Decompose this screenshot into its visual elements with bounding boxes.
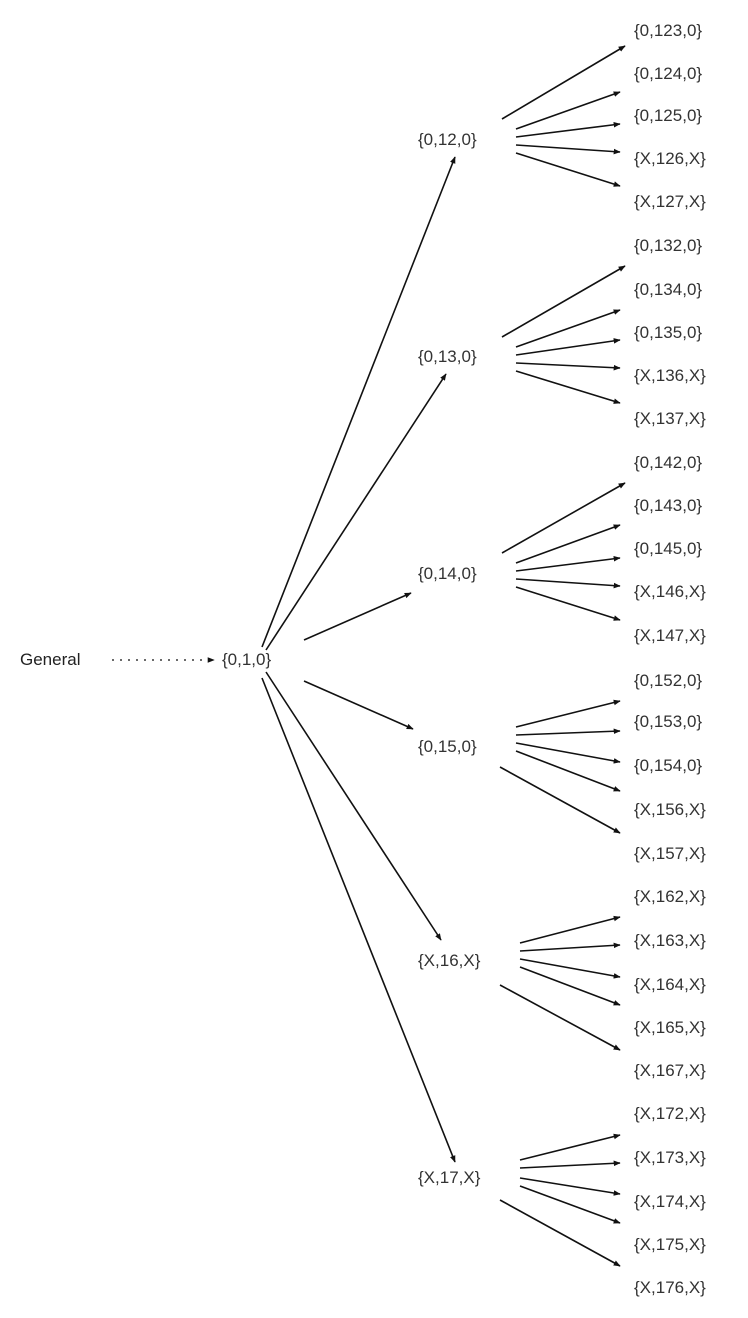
edge-mid-3-to-leaf-5 bbox=[515, 586, 621, 621]
leaf-node-1-1: {0,123,0} bbox=[634, 21, 703, 40]
leaf-node-2-5: {X,137,X} bbox=[634, 409, 706, 428]
edge-mid-6-to-leaf-5 bbox=[499, 1199, 621, 1267]
leaf-node-3-4: {X,146,X} bbox=[634, 582, 706, 601]
edge-mid-4-to-leaf-1 bbox=[515, 699, 621, 728]
edge-center-to-mid-6 bbox=[261, 677, 456, 1163]
edge-mid-5-to-leaf-3 bbox=[519, 958, 621, 979]
edge-mid-1-to-leaf-5 bbox=[515, 152, 621, 187]
leaf-node-4-1: {0,152,0} bbox=[634, 671, 703, 690]
edge-mid-6-to-leaf-1 bbox=[519, 1133, 621, 1161]
edge-mid-3-to-leaf-4 bbox=[515, 578, 621, 589]
edge-mid-3-to-leaf-3 bbox=[515, 556, 621, 572]
edge-mid-2-to-leaf-2 bbox=[515, 309, 621, 348]
edge-mid-4-to-leaf-3 bbox=[515, 742, 621, 764]
leaf-node-1-2: {0,124,0} bbox=[634, 64, 703, 83]
mid-node-5: {X,16,X} bbox=[418, 951, 481, 970]
edge-mid-6-to-leaf-4 bbox=[519, 1185, 621, 1224]
edge-mid-4-to-leaf-4 bbox=[515, 750, 621, 792]
leaf-node-2-1: {0,132,0} bbox=[634, 236, 703, 255]
edge-center-to-mid-2 bbox=[265, 373, 447, 651]
mid-node-4: {0,15,0} bbox=[418, 737, 477, 756]
edge-mid-2-to-leaf-4 bbox=[515, 362, 621, 371]
edge-mid-6-to-leaf-3 bbox=[519, 1177, 621, 1196]
center-node: {0,1,0} bbox=[222, 650, 272, 669]
edge-mid-5-to-leaf-2 bbox=[519, 942, 621, 952]
leaf-node-5-3: {X,164,X} bbox=[634, 975, 706, 994]
edge-mid-4-to-leaf-2 bbox=[515, 728, 621, 736]
edge-mid-5-to-leaf-5 bbox=[499, 984, 621, 1051]
leaf-node-3-3: {0,145,0} bbox=[634, 539, 703, 558]
leaf-node-6-3: {X,174,X} bbox=[634, 1192, 706, 1211]
leaf-node-3-5: {X,147,X} bbox=[634, 626, 706, 645]
leaf-node-2-3: {0,135,0} bbox=[634, 323, 703, 342]
leaf-node-6-5: {X,176,X} bbox=[634, 1278, 706, 1297]
edge-mid-3-to-leaf-1 bbox=[501, 482, 626, 554]
edge-mid-2-to-leaf-5 bbox=[515, 370, 621, 404]
leaf-node-3-2: {0,143,0} bbox=[634, 496, 703, 515]
leaf-node-1-4: {X,126,X} bbox=[634, 149, 706, 168]
leaf-node-5-1: {X,162,X} bbox=[634, 887, 706, 906]
mid-node-6: {X,17,X} bbox=[418, 1168, 481, 1187]
leaf-node-2-2: {0,134,0} bbox=[634, 280, 703, 299]
leaf-node-4-5: {X,157,X} bbox=[634, 844, 706, 863]
edge-center-to-mid-3 bbox=[303, 592, 412, 641]
leaf-node-1-5: {X,127,X} bbox=[634, 192, 706, 211]
edge-center-to-mid-1 bbox=[261, 156, 456, 648]
edge-mid-1-to-leaf-1 bbox=[501, 45, 626, 120]
leaf-node-3-1: {0,142,0} bbox=[634, 453, 703, 472]
edge-mid-1-to-leaf-4 bbox=[515, 144, 621, 155]
leaf-node-4-2: {0,153,0} bbox=[634, 712, 703, 731]
leaf-node-2-4: {X,136,X} bbox=[634, 366, 706, 385]
edge-mid-5-to-leaf-1 bbox=[519, 915, 621, 944]
edge-mid-6-to-leaf-2 bbox=[519, 1160, 621, 1169]
leaf-node-4-4: {X,156,X} bbox=[634, 800, 706, 819]
edge-center-to-mid-4 bbox=[303, 680, 414, 730]
edge-mid-4-to-leaf-5 bbox=[499, 766, 621, 834]
leaf-node-5-4: {X,165,X} bbox=[634, 1018, 706, 1037]
edge-mid-1-to-leaf-3 bbox=[515, 122, 621, 138]
mid-node-2: {0,13,0} bbox=[418, 347, 477, 366]
edge-mid-2-to-leaf-1 bbox=[501, 265, 626, 338]
mid-node-1: {0,12,0} bbox=[418, 130, 477, 149]
leaf-node-6-2: {X,173,X} bbox=[634, 1148, 706, 1167]
root-node-general: General bbox=[20, 650, 81, 669]
leaf-node-4-3: {0,154,0} bbox=[634, 756, 703, 775]
edge-mid-1-to-leaf-2 bbox=[515, 91, 621, 130]
leaf-node-1-3: {0,125,0} bbox=[634, 106, 703, 125]
leaf-node-6-1: {X,172,X} bbox=[634, 1104, 706, 1123]
edge-mid-2-to-leaf-3 bbox=[515, 338, 621, 356]
leaf-node-6-4: {X,175,X} bbox=[634, 1235, 706, 1254]
edge-mid-3-to-leaf-2 bbox=[515, 524, 621, 564]
edge-center-to-mid-5 bbox=[265, 671, 442, 941]
mid-node-3: {0,14,0} bbox=[418, 564, 477, 583]
edge-mid-5-to-leaf-4 bbox=[519, 966, 621, 1006]
leaf-node-5-5: {X,167,X} bbox=[634, 1061, 706, 1080]
leaf-node-5-2: {X,163,X} bbox=[634, 931, 706, 950]
